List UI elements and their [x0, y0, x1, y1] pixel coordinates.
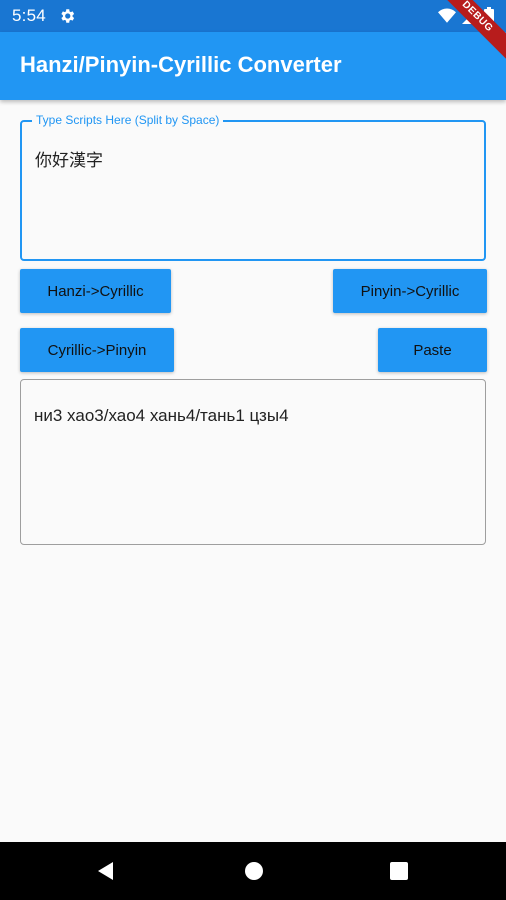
app-bar: Hanzi/Pinyin-Cyrillic Converter [0, 32, 506, 100]
gear-icon [61, 9, 75, 23]
pinyin-to-cyrillic-button[interactable]: Pinyin->Cyrillic [333, 269, 487, 313]
status-bar: 5:54 [0, 0, 506, 32]
status-time: 5:54 [12, 6, 46, 25]
output-value: ни3 хао3/хао4 хань4/тань1 цзы4 [34, 406, 289, 425]
home-icon[interactable] [244, 861, 264, 881]
hanzi-to-cyrillic-button[interactable]: Hanzi->Cyrillic [20, 269, 171, 313]
paste-button[interactable]: Paste [378, 328, 487, 372]
navigation-bar [0, 842, 506, 900]
app-title: Hanzi/Pinyin-Cyrillic Converter [20, 52, 342, 77]
script-input-value[interactable]: 你好漢字 [35, 151, 103, 170]
recents-icon[interactable] [390, 862, 408, 880]
script-input[interactable]: Type Scripts Here (Split by Space) 你好漢字 [20, 113, 486, 261]
wifi-icon [438, 8, 456, 23]
cyrillic-to-pinyin-button[interactable]: Cyrillic->Pinyin [20, 328, 174, 372]
script-input-label: Type Scripts Here (Split by Space) [32, 113, 224, 127]
back-icon[interactable] [96, 861, 116, 881]
output-field[interactable]: ни3 хао3/хао4 хань4/тань1 цзы4 [20, 379, 486, 545]
